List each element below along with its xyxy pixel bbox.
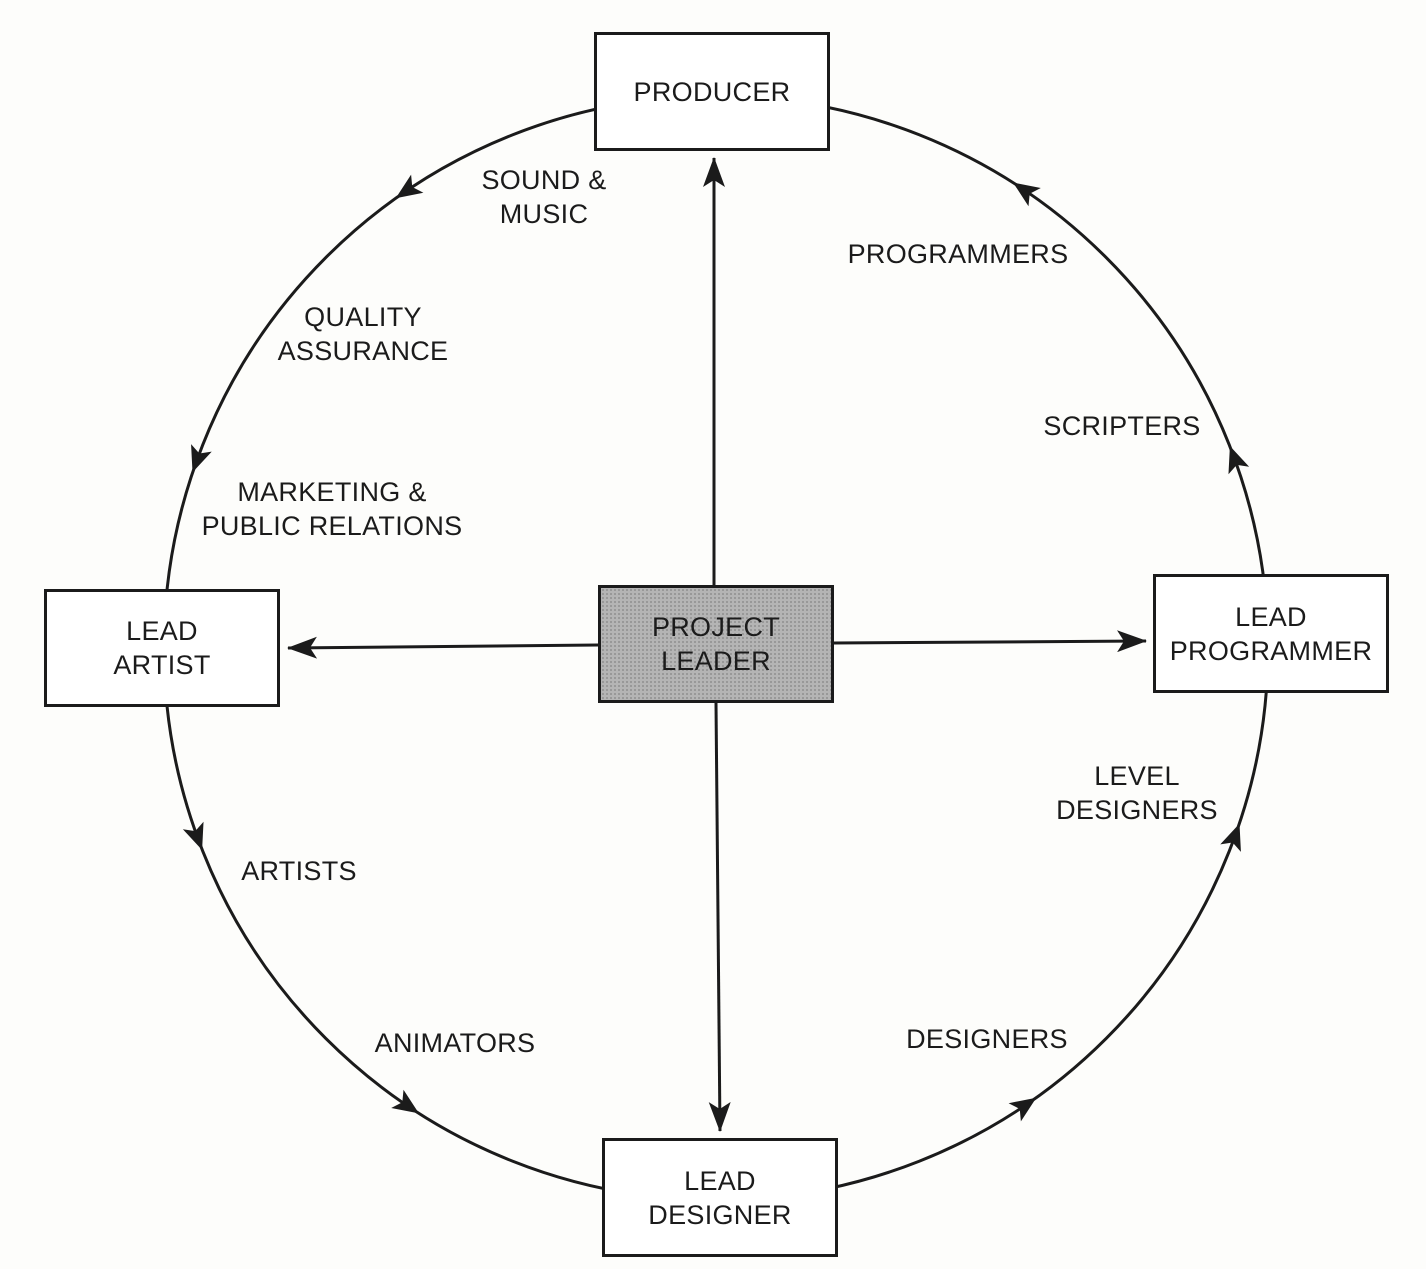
label-marketing-pr-line1: MARKETING & bbox=[237, 477, 427, 507]
arrow-near-designers bbox=[1008, 1097, 1037, 1122]
arrow-near-scripters bbox=[1228, 446, 1250, 475]
lead-artist-label-line2: ARTIST bbox=[113, 650, 211, 680]
arrow-near-programmers bbox=[1013, 182, 1041, 207]
label-marketing-pr: MARKETING & PUBLIC RELATIONS bbox=[202, 475, 463, 543]
label-designers: DESIGNERS bbox=[906, 1022, 1068, 1056]
lead-programmer-label-line2: PROGRAMMER bbox=[1169, 635, 1373, 666]
label-programmers-line1: PROGRAMMERS bbox=[847, 239, 1069, 269]
label-scripters: SCRIPTERS bbox=[1043, 409, 1200, 443]
label-artists-line1: ARTISTS bbox=[241, 856, 357, 886]
label-artists: ARTISTS bbox=[241, 854, 357, 888]
lead-designer-label-line2: DESIGNER bbox=[648, 1199, 792, 1230]
lead-artist-label-line1: LEAD bbox=[126, 616, 198, 646]
label-sound-music-line2: MUSIC bbox=[499, 199, 589, 229]
lead-programmer-box: LEAD PROGRAMMER bbox=[1153, 574, 1389, 693]
lead-programmer-label-line1: LEAD bbox=[1235, 601, 1307, 632]
project-leader-box: PROJECT LEADER bbox=[598, 585, 834, 703]
label-level-designers-line1: LEVEL bbox=[1094, 761, 1180, 791]
producer-box: PRODUCER bbox=[594, 32, 830, 151]
label-level-designers-line2: DESIGNERS bbox=[1056, 795, 1218, 825]
arrow-near-sound-music bbox=[395, 174, 424, 199]
project-leader-label-line2: LEADER bbox=[661, 646, 771, 676]
label-level-designers: LEVEL DESIGNERS bbox=[1056, 759, 1218, 827]
label-quality-assurance-line1: QUALITY bbox=[304, 302, 422, 332]
label-designers-line1: DESIGNERS bbox=[906, 1024, 1068, 1054]
label-programmers: PROGRAMMERS bbox=[848, 237, 1069, 271]
lead-designer-label-line1: LEAD bbox=[684, 1165, 756, 1196]
label-quality-assurance-line2: ASSURANCE bbox=[277, 336, 449, 366]
arrow-near-artists bbox=[182, 821, 204, 850]
circle-arrows bbox=[182, 174, 1250, 1122]
lead-artist-box: LEAD ARTIST bbox=[44, 589, 280, 707]
producer-label: PRODUCER bbox=[633, 76, 791, 107]
label-scripters-line1: SCRIPTERS bbox=[1043, 411, 1201, 441]
arrow-near-level-designers bbox=[1220, 823, 1241, 852]
lead-designer-box: LEAD DESIGNER bbox=[602, 1138, 838, 1257]
label-sound-music: SOUND & MUSIC bbox=[481, 163, 606, 231]
label-animators-line1: ANIMATORS bbox=[374, 1028, 536, 1058]
spoke-to-lead-artist bbox=[287, 636, 599, 659]
arrow-near-animators bbox=[391, 1089, 419, 1114]
arrow-near-quality-assurance bbox=[191, 444, 212, 473]
spoke-to-lead-programmer bbox=[833, 630, 1147, 653]
label-marketing-pr-line2: PUBLIC RELATIONS bbox=[201, 511, 463, 541]
spoke-to-lead-designer bbox=[708, 702, 731, 1132]
label-animators: ANIMATORS bbox=[375, 1026, 536, 1060]
label-quality-assurance: QUALITY ASSURANCE bbox=[278, 300, 449, 368]
project-leader-label-line1: PROJECT bbox=[651, 612, 781, 642]
label-sound-music-line1: SOUND & bbox=[481, 165, 607, 195]
